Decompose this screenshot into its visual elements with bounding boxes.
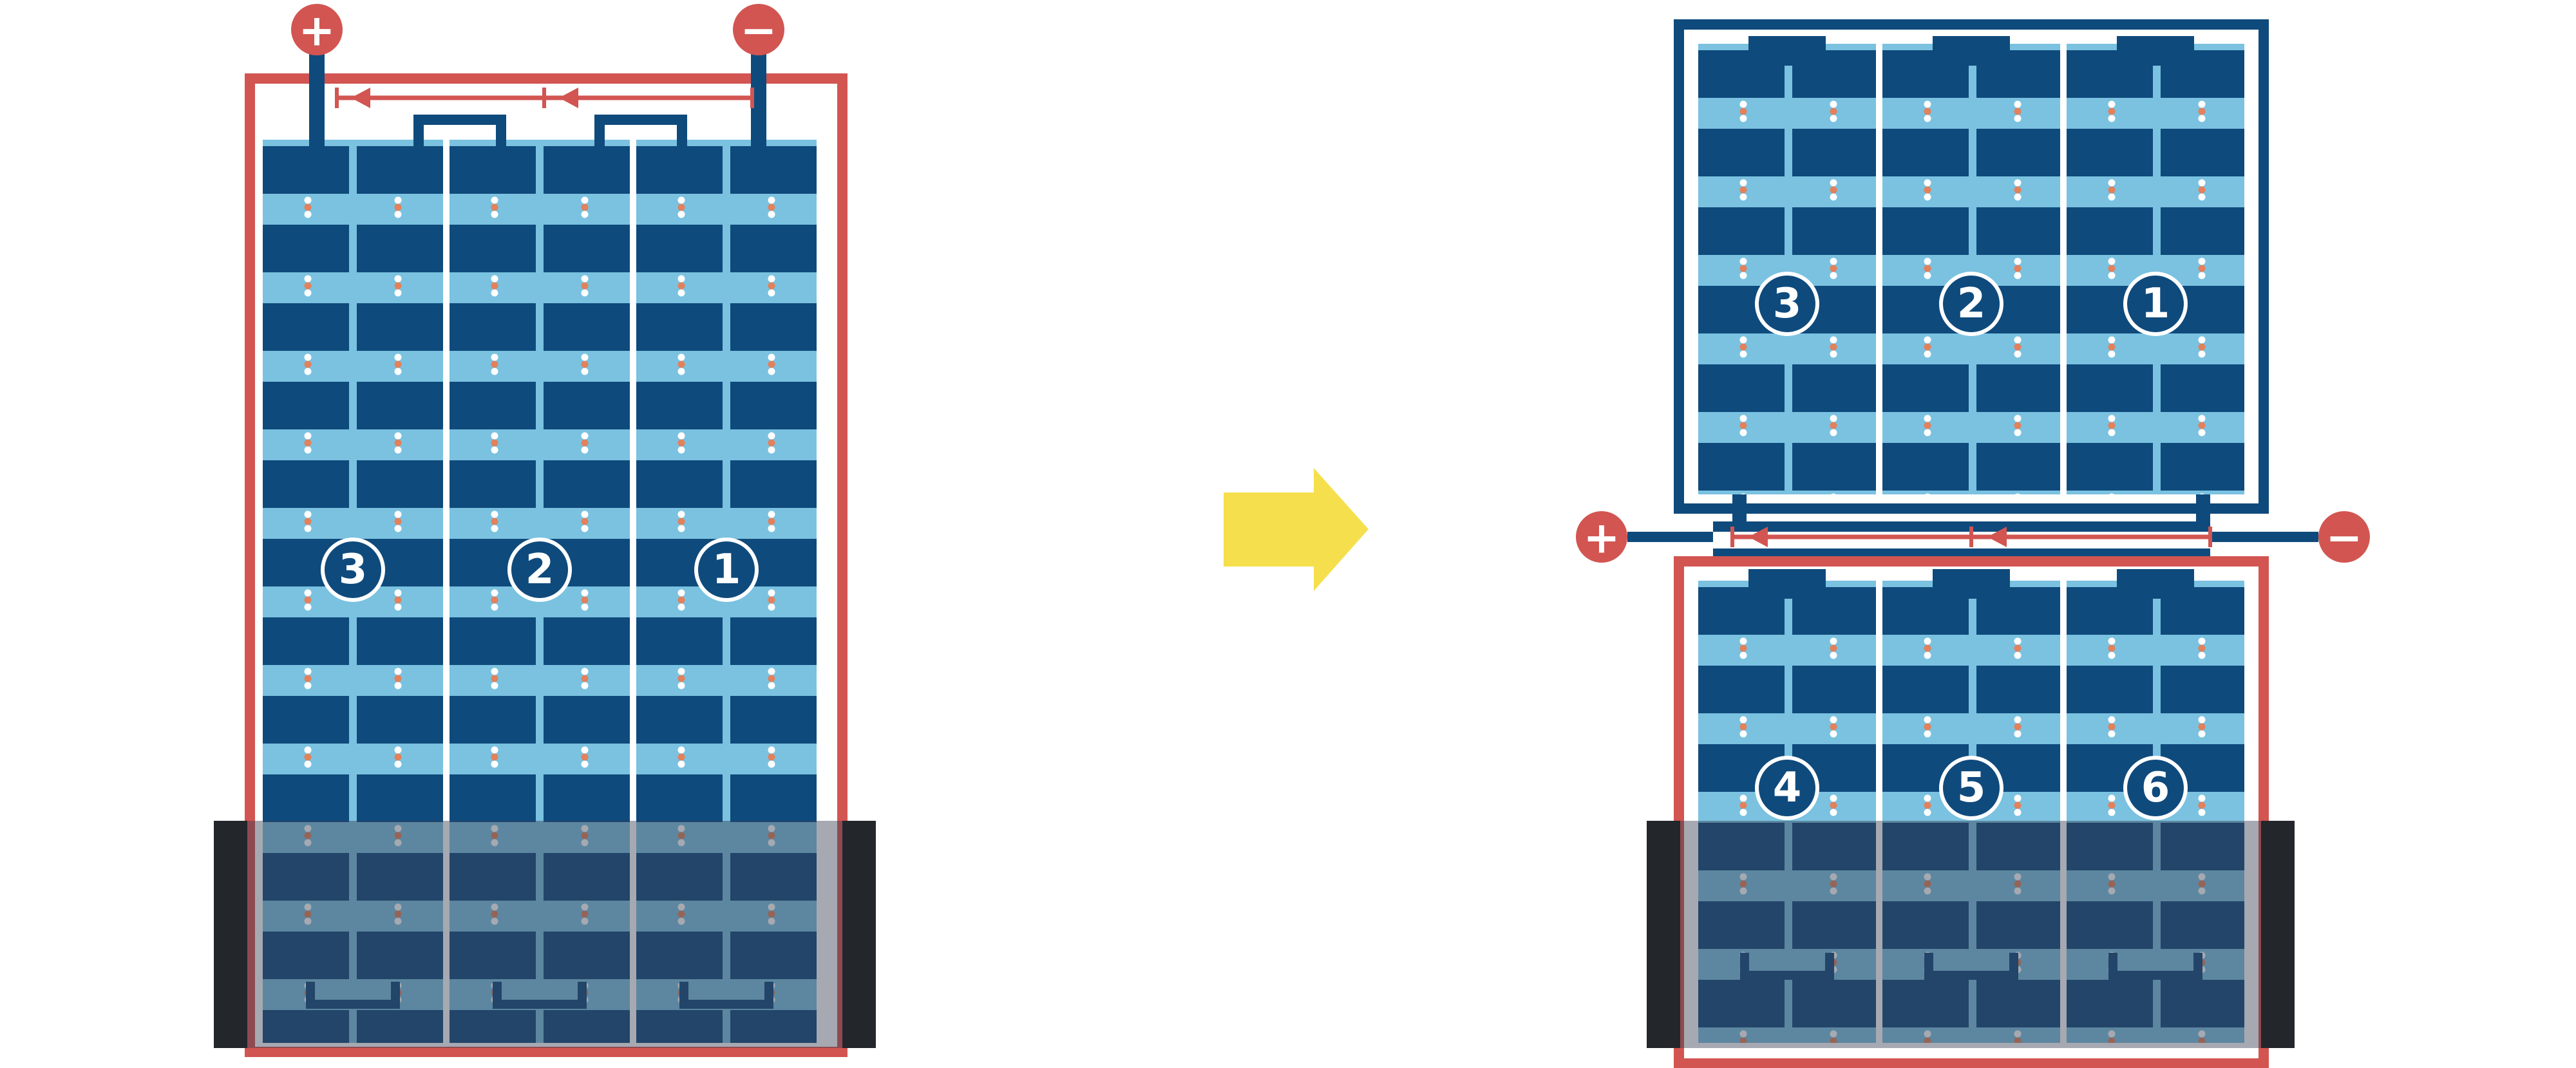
badge-number: 3 [1773,280,1802,328]
string-badge-4: 4 [1755,756,1819,820]
badge-ring [2123,272,2188,336]
string-badge-3: 3 [1755,272,1819,336]
left-string-column-c [636,140,817,1043]
string-badge-5: 5 [1939,756,2003,820]
bottom-bracket [1924,953,2018,980]
current-direction-arrow [335,88,754,108]
transform-arrow-icon [1224,468,1368,591]
flood-overlay [1647,821,2295,1048]
string-top-tab [2117,36,2194,66]
bottom-bracket [493,982,587,1009]
string-badge-6: 6 [2123,756,2188,820]
minus-terminal-glyph: − [2326,513,2363,564]
string-badge-2: 2 [1939,272,2003,336]
string-badge-3: 3 [321,538,385,602]
minus-terminal-glyph: − [741,6,777,57]
badge-number: 5 [1957,764,1986,812]
plus-terminal-glyph: + [299,6,336,57]
plus-terminal: + [1576,511,1627,564]
bottom-bracket [306,982,400,1009]
flood-post-right [2261,821,2295,1048]
flood-overlay [214,821,876,1048]
string-top-tab [1748,36,1826,66]
string-badge-1: 1 [2123,272,2188,336]
current-arrowhead-icon [351,88,370,108]
string-top-tab [1748,569,1826,599]
flood-post-right [842,821,876,1048]
badge-ring [694,538,759,602]
column-cells [1698,44,1876,494]
badge-number: 2 [526,546,554,594]
bottom-bracket [679,982,773,1009]
string-top-tab [2117,569,2194,599]
left-module: 3 2 1 + − [214,4,876,1057]
bottom-string-column-c [2067,581,2244,1043]
minus-terminal-icon [733,4,784,55]
top-string-column-b [1882,44,2060,494]
right-bottom-module: 4 5 6 [1647,556,2295,1068]
minus-terminal-stub [2210,532,2318,542]
plus-terminal-icon [291,4,343,55]
badge-number: 6 [2141,764,2170,812]
plus-terminal-stub [1627,532,1713,542]
bottom-bracket [2108,953,2202,980]
string-top-tab [1933,36,2010,66]
plus-lead [309,54,325,151]
badge-number: 1 [2141,280,2170,328]
column-cells [2067,44,2244,494]
badge-ring [1755,272,1819,336]
string-badge-1: 1 [694,538,759,602]
plus-terminal: + [291,4,343,57]
badge-ring [1939,756,2003,820]
current-arrowhead-icon [1748,527,1768,547]
flood-post-left [1647,821,1680,1048]
string-jumper-2 [594,115,687,155]
flood-post-left [214,821,247,1048]
top-string-column-c [2067,44,2244,494]
badge-number: 3 [339,546,368,594]
top-string-column-a [1698,44,1876,494]
right-top-module: 3 2 1 [1674,19,2269,527]
badge-ring [2123,756,2188,820]
badge-number: 2 [1957,280,1986,328]
current-arrowhead-icon [1987,527,2007,547]
module-lead-stub [2196,494,2210,527]
badge-ring [1755,756,1819,820]
string-jumper-1 [413,115,506,155]
column-cells [1882,44,2060,494]
minus-terminal: − [733,4,784,57]
minus-terminal-icon [2318,511,2370,563]
string-top-tab [1933,569,2010,599]
current-arrowhead-icon [559,88,578,108]
plus-terminal-glyph: + [1584,513,1620,564]
badge-ring [507,538,572,602]
plus-terminal-icon [1576,511,1627,563]
current-direction-arrow [1730,527,2212,547]
badge-ring [1939,272,2003,336]
module-lead-stub [1732,494,1747,527]
minus-terminal: − [2318,511,2370,564]
bottom-bracket [1740,953,1834,980]
badge-number: 4 [1773,764,1802,812]
badge-ring [321,538,385,602]
badge-number: 1 [712,546,741,594]
string-badge-2: 2 [507,538,572,602]
upper-bus-bar [1713,521,2210,532]
